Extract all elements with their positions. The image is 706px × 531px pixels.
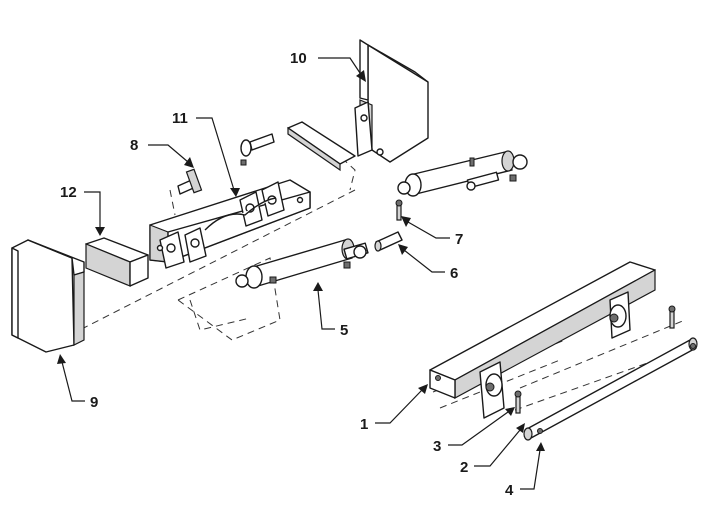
part-2-pins [514,305,676,414]
part-5-hydraulic-cylinder [235,238,369,289]
alignment-lines [59,149,686,411]
callout-6: 6 [450,265,458,282]
part-6-pin [374,231,403,252]
callout-4: 4 [505,482,514,499]
part-10-top-guard [354,39,429,163]
part-11-mounting-bracket [149,179,311,269]
upper-hydraulic-cylinder [397,150,528,197]
part-8-pins [177,133,275,195]
callout-8: 8 [130,137,138,154]
callout-11: 11 [172,110,188,127]
callout-labels: 10 11 8 12 9 5 6 7 1 3 2 4 [60,50,514,499]
callout-1: 1 [360,416,368,433]
part-7-bolt [395,199,403,221]
part-4-rod [523,337,698,441]
callout-3: 3 [433,438,441,455]
callout-10: 10 [290,50,307,67]
part-1-frame-rail [429,261,656,419]
callout-12: 12 [60,184,77,201]
part-12-spacer-bar [85,237,149,287]
flat-strip [287,121,356,172]
callout-2: 2 [460,459,468,476]
leader-lines [57,57,545,490]
callout-9: 9 [90,394,98,411]
part-9-side-guard [11,239,85,353]
callout-7: 7 [455,231,463,248]
callout-5: 5 [340,322,348,339]
